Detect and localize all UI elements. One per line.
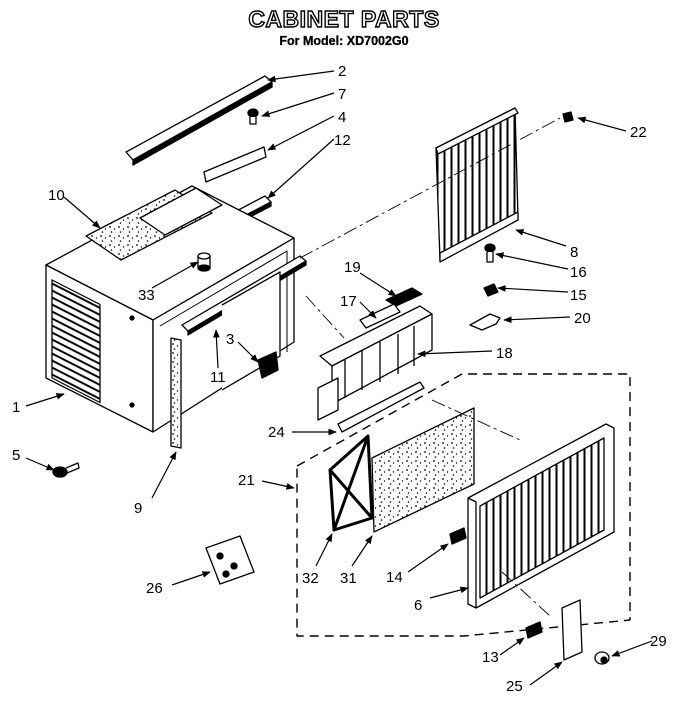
part-6-front-grille <box>467 423 615 609</box>
callout-7: 7 <box>338 86 346 103</box>
leader-1 <box>25 393 65 407</box>
subtitle-prefix: For Model: <box>279 34 344 48</box>
callout-1: 1 <box>12 399 20 416</box>
alignment-line-4 <box>501 571 551 617</box>
callout-4: 4 <box>338 109 346 126</box>
leader-3 <box>237 341 259 363</box>
callout-14: 14 <box>386 569 403 586</box>
leader-12 <box>267 138 335 199</box>
callout-15: 15 <box>570 287 587 304</box>
callout-13: 13 <box>482 649 499 666</box>
leader-16 <box>495 252 569 270</box>
leader-13 <box>499 637 525 656</box>
leader-6 <box>429 586 469 599</box>
part-32-filter-frame <box>328 434 374 532</box>
leader-8 <box>515 229 567 247</box>
part-16-screw <box>484 243 496 263</box>
part-19-bracket <box>385 287 423 307</box>
leader-19 <box>359 272 397 297</box>
alignment-line-3 <box>431 399 521 441</box>
callout-labels: 2 7 4 12 10 22 8 16 15 19 17 20 18 33 3 … <box>12 63 667 695</box>
part-8-side-curtain <box>435 107 519 263</box>
leader-5 <box>25 457 55 471</box>
callout-21: 21 <box>238 472 255 489</box>
callout-12: 12 <box>334 132 351 149</box>
leader-10 <box>63 196 101 229</box>
leader-4 <box>267 115 335 151</box>
part-5-screw <box>52 462 80 478</box>
part-21-group-boundary <box>296 373 631 637</box>
leader-31 <box>351 535 373 567</box>
callout-33: 33 <box>138 287 155 304</box>
callout-31: 31 <box>340 570 357 587</box>
leader-2 <box>267 70 335 83</box>
part-25-door <box>561 599 583 661</box>
callout-2: 2 <box>338 63 346 80</box>
callout-17: 17 <box>340 293 357 310</box>
part-26-panel-piece <box>205 535 255 585</box>
part-13-clip <box>525 621 543 639</box>
part-17-bracket <box>359 303 401 329</box>
leader-32 <box>315 533 333 567</box>
callout-26: 26 <box>146 580 163 597</box>
leader-17 <box>359 301 377 319</box>
part-14-clip <box>449 527 467 545</box>
leader-15 <box>497 285 569 293</box>
leader-26 <box>171 571 211 586</box>
callout-3: 3 <box>226 331 234 348</box>
leader-22 <box>577 116 627 132</box>
callout-11: 11 <box>210 369 226 386</box>
part-9-side-seal <box>170 337 182 449</box>
leader-14 <box>407 543 449 573</box>
leader-18 <box>417 350 493 358</box>
part-7-screw <box>247 108 259 125</box>
callout-10: 10 <box>48 187 65 204</box>
part-22-screw <box>562 111 574 123</box>
part-10-top-grille <box>85 187 223 261</box>
callout-8: 8 <box>570 244 578 261</box>
leader-9 <box>151 451 177 499</box>
callout-25: 25 <box>506 678 523 695</box>
leader-20 <box>503 316 571 324</box>
callout-9: 9 <box>134 500 142 517</box>
part-20-latch <box>469 313 501 331</box>
part-3-bracket <box>257 351 279 379</box>
model-number: XD7002G0 <box>346 34 409 48</box>
callout-24: 24 <box>268 424 285 441</box>
part-15-clip <box>483 283 499 297</box>
callout-5: 5 <box>12 447 20 464</box>
leader-21 <box>261 480 295 490</box>
leader-7 <box>261 92 335 117</box>
callout-29: 29 <box>650 633 667 650</box>
callout-6: 6 <box>414 597 422 614</box>
leader-25 <box>529 661 563 686</box>
leader-11 <box>213 329 220 369</box>
page-title: CABINET PARTS <box>248 5 440 32</box>
part-31-air-filter <box>371 407 475 533</box>
alignment-line-2 <box>305 295 345 339</box>
callout-16: 16 <box>570 264 587 281</box>
callout-18: 18 <box>496 345 513 362</box>
leader-33 <box>151 261 199 289</box>
leader-29 <box>611 640 653 657</box>
part-29-knob <box>594 651 610 665</box>
part-4-bracket <box>203 146 267 183</box>
part-24-seal-strip <box>337 381 425 433</box>
model-subtitle: For Model: XD7002G0 <box>0 34 688 48</box>
callout-19: 19 <box>344 259 361 276</box>
callout-22: 22 <box>630 124 647 141</box>
callout-32: 32 <box>302 570 319 587</box>
callout-20: 20 <box>574 310 591 327</box>
part-18-damper-assembly <box>317 305 433 421</box>
